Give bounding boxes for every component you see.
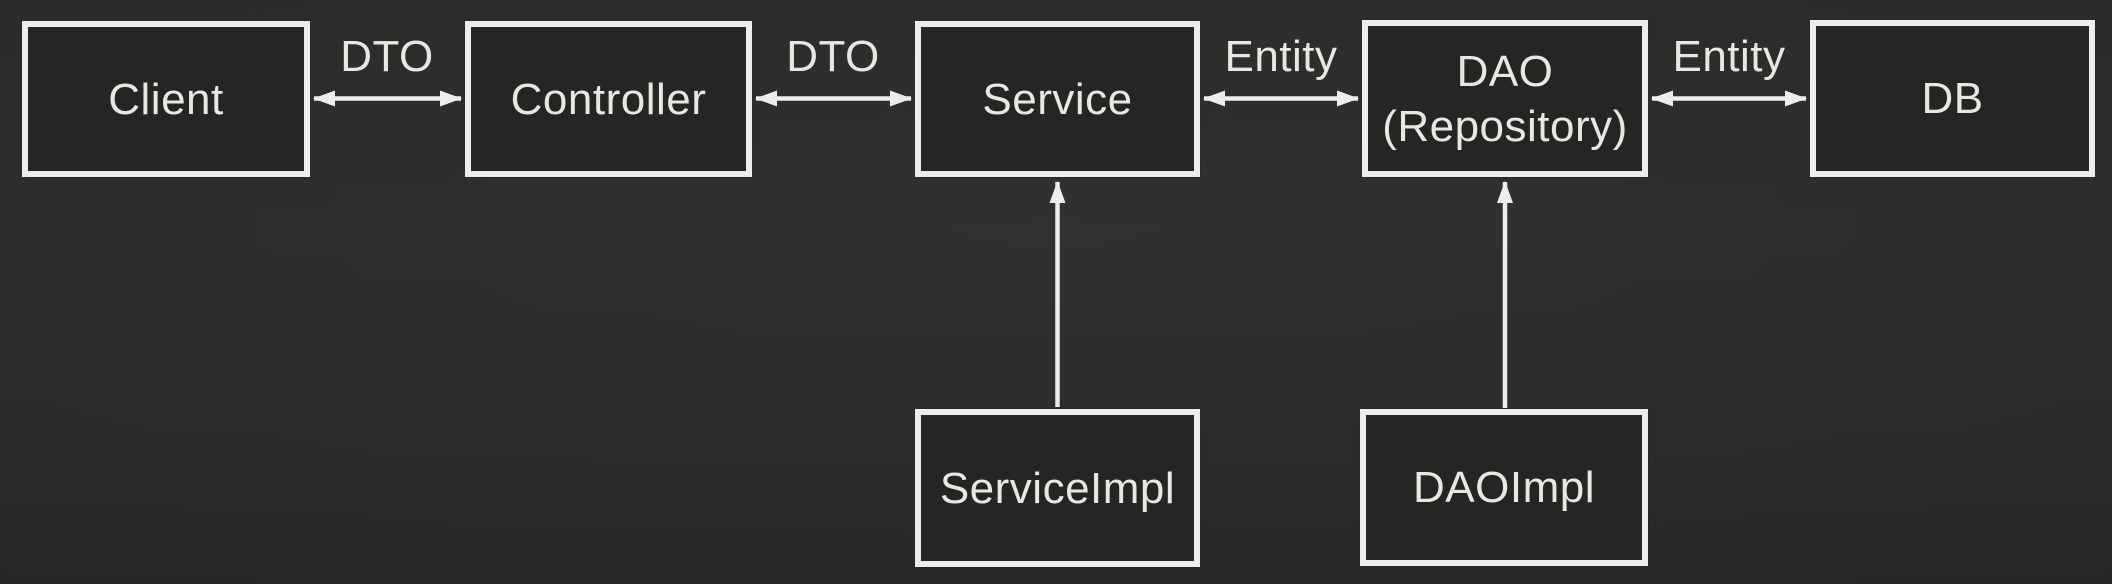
node-dao: DAO (Repository) [1362,20,1648,177]
node-controller-label: Controller [510,74,707,124]
node-daoimpl-label: DAOImpl [1413,463,1595,512]
node-dao-label: DAO [1456,46,1554,96]
node-client-label: Client [108,74,224,124]
node-serviceimpl-label: ServiceImpl [939,463,1176,513]
node-daoimpl: DAOImpl [1360,409,1648,566]
edge-label-dto-controller-service: DTO [786,32,880,81]
node-service: Service [915,21,1200,177]
node-dao-sublabel: (Repository) [1382,101,1628,151]
node-serviceimpl: ServiceImpl [915,409,1200,567]
node-service-label: Service [982,74,1133,124]
node-client: Client [22,21,310,177]
node-db-label: DB [1921,74,1984,123]
edge-label-entity-service-dao: Entity [1224,32,1338,81]
node-db: DB [1810,20,2095,177]
edge-label-entity-dao-db: Entity [1672,32,1786,81]
node-controller: Controller [465,21,752,177]
edge-label-dto-client-controller: DTO [340,32,434,81]
